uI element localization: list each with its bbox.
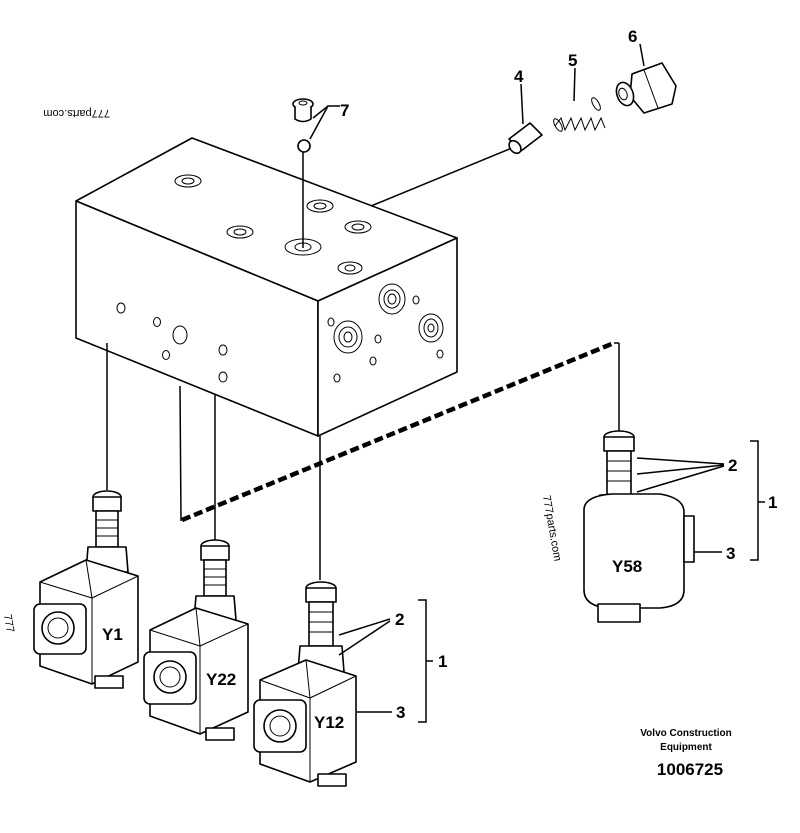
spring-part-5 — [553, 97, 606, 132]
callout-1-left: 1 — [438, 652, 447, 671]
callout-7: 7 — [340, 101, 349, 120]
callout-leaders — [338, 440, 765, 723]
solenoid-valve-y22 — [143, 539, 249, 741]
solenoid-valve-y58 — [583, 430, 695, 623]
solenoid-valve-y12 — [253, 581, 357, 787]
callout-2-right: 2 — [728, 456, 737, 475]
callout-1-right: 1 — [768, 493, 777, 512]
callout-2-left: 2 — [395, 610, 404, 629]
valve-block — [75, 137, 458, 437]
solenoid-label-y1: Y1 — [102, 625, 123, 644]
document-number: 1006725 — [657, 760, 723, 779]
callout-4: 4 — [514, 67, 524, 86]
solenoid-valve-y1 — [33, 490, 139, 689]
block-side-ports — [327, 283, 444, 383]
watermark-left-edge: 777 — [1, 613, 16, 633]
watermark-top: 777parts.com — [43, 107, 110, 119]
plug-part-7 — [292, 98, 340, 248]
brand-line-2: Equipment — [660, 742, 712, 753]
block-front-holes — [116, 302, 228, 383]
plug-part-4 — [508, 122, 543, 155]
solenoid-label-y58: Y58 — [612, 557, 642, 576]
watermark-right: 777parts.com — [540, 494, 563, 562]
callout-6: 6 — [628, 27, 637, 46]
callout-3-left: 3 — [396, 703, 405, 722]
solenoid-label-y22: Y22 — [206, 670, 236, 689]
brand-line-1: Volvo Construction — [640, 728, 731, 739]
plug-part-6 — [615, 43, 677, 114]
solenoid-label-y12: Y12 — [314, 713, 344, 732]
callout-3-right: 3 — [726, 544, 735, 563]
callout-5: 5 — [568, 51, 577, 70]
